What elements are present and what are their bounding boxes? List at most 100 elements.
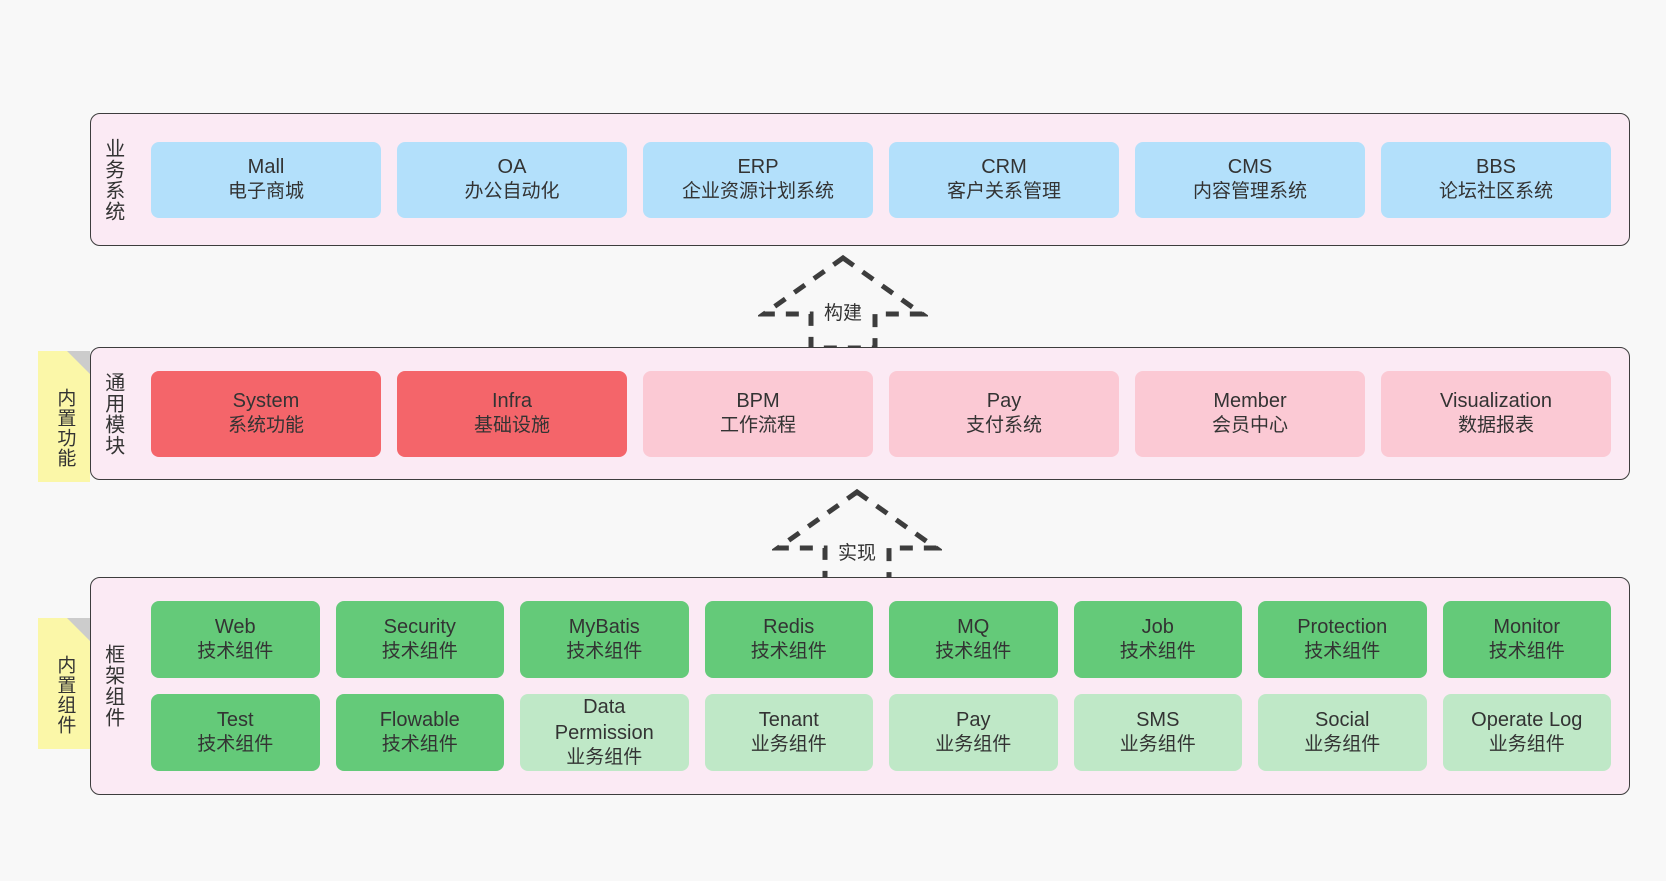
card-member[interactable]: Member 会员中心 xyxy=(1135,370,1365,457)
card-subtitle: 技术组件 xyxy=(381,734,458,756)
card-subtitle: 企业资源计划系统 xyxy=(681,181,834,203)
layer-common-modules: 通用模块 System 系统功能 Infra 基础设施 BPM 工作流程 Pay… xyxy=(90,347,1630,480)
card-sms[interactable]: SMS 业务组件 xyxy=(1073,694,1242,771)
card-mq[interactable]: MQ 技术组件 xyxy=(889,601,1058,678)
card-title: Redis xyxy=(763,615,815,638)
card-title: Pay xyxy=(986,389,1022,412)
card-subtitle: 技术组件 xyxy=(1304,641,1381,663)
layer-body-framework-components: Web 技术组件 Security 技术组件 MyBatis 技术组件 Redi… xyxy=(133,578,1629,794)
card-bbs[interactable]: BBS 论坛社区系统 xyxy=(1381,141,1611,218)
card-subtitle: 数据报表 xyxy=(1457,415,1534,437)
card-title: Operate Log xyxy=(1471,708,1583,731)
card-visualization[interactable]: Visualization 数据报表 xyxy=(1381,370,1611,457)
card-flowable[interactable]: Flowable 技术组件 xyxy=(335,694,504,771)
card-title: BBS xyxy=(1475,155,1517,178)
card-title: Visualization xyxy=(1440,389,1552,412)
card-subtitle: 系统功能 xyxy=(227,415,304,437)
card-title: Protection xyxy=(1297,615,1388,638)
card-subtitle: 技术组件 xyxy=(750,641,827,663)
card-title: Security xyxy=(383,615,456,638)
card-title: Infra xyxy=(491,389,533,412)
card-title: MQ xyxy=(957,615,990,638)
card-protection[interactable]: Protection 技术组件 xyxy=(1258,601,1427,678)
card-row: Test 技术组件 Flowable 技术组件 Data Permission … xyxy=(151,694,1611,771)
card-subtitle: 业务组件 xyxy=(566,746,643,768)
card-title: MyBatis xyxy=(568,615,640,638)
note-label: 内置功能 xyxy=(54,387,76,468)
card-subtitle: 论坛社区系统 xyxy=(1438,181,1553,203)
card-operate-log[interactable]: Operate Log 业务组件 xyxy=(1442,694,1611,771)
note-label: 内置组件 xyxy=(54,654,76,735)
card-subtitle: 技术组件 xyxy=(566,641,643,663)
card-title: Web xyxy=(214,615,256,638)
card-row: Mall 电子商城 OA 办公自动化 ERP 企业资源计划系统 CRM 客户关系… xyxy=(151,141,1611,218)
layer-title-business-systems: 业务系统 xyxy=(101,137,124,222)
card-title: CRM xyxy=(981,155,1027,178)
card-security[interactable]: Security 技术组件 xyxy=(335,601,504,678)
card-mall[interactable]: Mall 电子商城 xyxy=(151,141,381,218)
card-subtitle: 电子商城 xyxy=(227,181,304,203)
card-subtitle: 技术组件 xyxy=(935,641,1012,663)
card-title: Member xyxy=(1213,389,1287,412)
card-title: Flowable xyxy=(379,708,460,731)
card-subtitle: 办公自动化 xyxy=(464,181,560,203)
card-subtitle: 业务组件 xyxy=(935,734,1012,756)
card-pay-component[interactable]: Pay 业务组件 xyxy=(889,694,1058,771)
layer-body-business-systems: Mall 电子商城 OA 办公自动化 ERP 企业资源计划系统 CRM 客户关系… xyxy=(133,114,1629,245)
card-bpm[interactable]: BPM 工作流程 xyxy=(643,370,873,457)
layer-business-systems: 业务系统 Mall 电子商城 OA 办公自动化 ERP 企业资源计划系统 CRM… xyxy=(90,113,1630,246)
card-subtitle: 会员中心 xyxy=(1211,415,1288,437)
card-job[interactable]: Job 技术组件 xyxy=(1073,601,1242,678)
card-subtitle: 技术组件 xyxy=(197,734,274,756)
card-tenant[interactable]: Tenant 业务组件 xyxy=(704,694,873,771)
card-title: SMS xyxy=(1136,708,1180,731)
card-redis[interactable]: Redis 技术组件 xyxy=(704,601,873,678)
card-crm[interactable]: CRM 客户关系管理 xyxy=(889,141,1119,218)
card-row: System 系统功能 Infra 基础设施 BPM 工作流程 Pay 支付系统… xyxy=(151,370,1611,457)
card-title-line2: Permission xyxy=(554,721,654,744)
card-pay[interactable]: Pay 支付系统 xyxy=(889,370,1119,457)
card-erp[interactable]: ERP 企业资源计划系统 xyxy=(643,141,873,218)
card-test[interactable]: Test 技术组件 xyxy=(151,694,320,771)
card-title: Job xyxy=(1141,615,1174,638)
card-data-permission[interactable]: Data Permission 业务组件 xyxy=(520,694,689,771)
arrow-build: 构建 xyxy=(758,252,928,352)
layer-framework-components: 框架组件 Web 技术组件 Security 技术组件 MyBatis 技术组件… xyxy=(90,577,1630,795)
layer-title-common-modules: 通用模块 xyxy=(101,371,124,456)
card-title: Social xyxy=(1315,708,1370,731)
card-subtitle: 支付系统 xyxy=(965,415,1042,437)
arrow-implement: 实现 xyxy=(772,486,942,586)
card-title: Data xyxy=(583,696,626,719)
card-web[interactable]: Web 技术组件 xyxy=(151,601,320,678)
layer-title-framework-components: 框架组件 xyxy=(101,644,124,728)
note-builtin-component: 内置组件 xyxy=(38,618,90,749)
card-title: System xyxy=(232,389,300,412)
card-subtitle: 业务组件 xyxy=(1488,734,1565,756)
card-title: Monitor xyxy=(1493,615,1561,638)
card-subtitle: 客户关系管理 xyxy=(946,181,1061,203)
card-title: Test xyxy=(216,708,254,731)
card-oa[interactable]: OA 办公自动化 xyxy=(397,141,627,218)
card-subtitle: 工作流程 xyxy=(719,415,796,437)
card-title: Pay xyxy=(956,708,991,731)
card-infra[interactable]: Infra 基础设施 xyxy=(397,370,627,457)
note-builtin-function: 内置功能 xyxy=(38,351,90,482)
card-subtitle: 内容管理系统 xyxy=(1192,181,1307,203)
card-title: Mall xyxy=(247,155,285,178)
card-title: ERP xyxy=(737,155,779,178)
card-subtitle: 基础设施 xyxy=(473,415,550,437)
card-title: CMS xyxy=(1227,155,1273,178)
card-row: Web 技术组件 Security 技术组件 MyBatis 技术组件 Redi… xyxy=(151,601,1611,678)
card-system[interactable]: System 系统功能 xyxy=(151,370,381,457)
card-subtitle: 业务组件 xyxy=(1304,734,1381,756)
card-mybatis[interactable]: MyBatis 技术组件 xyxy=(520,601,689,678)
card-monitor[interactable]: Monitor 技术组件 xyxy=(1442,601,1611,678)
card-title: OA xyxy=(497,155,527,178)
card-social[interactable]: Social 业务组件 xyxy=(1258,694,1427,771)
card-title: BPM xyxy=(736,389,780,412)
card-subtitle: 技术组件 xyxy=(381,641,458,663)
card-cms[interactable]: CMS 内容管理系统 xyxy=(1135,141,1365,218)
card-subtitle: 技术组件 xyxy=(197,641,274,663)
layer-body-common-modules: System 系统功能 Infra 基础设施 BPM 工作流程 Pay 支付系统… xyxy=(133,348,1629,479)
